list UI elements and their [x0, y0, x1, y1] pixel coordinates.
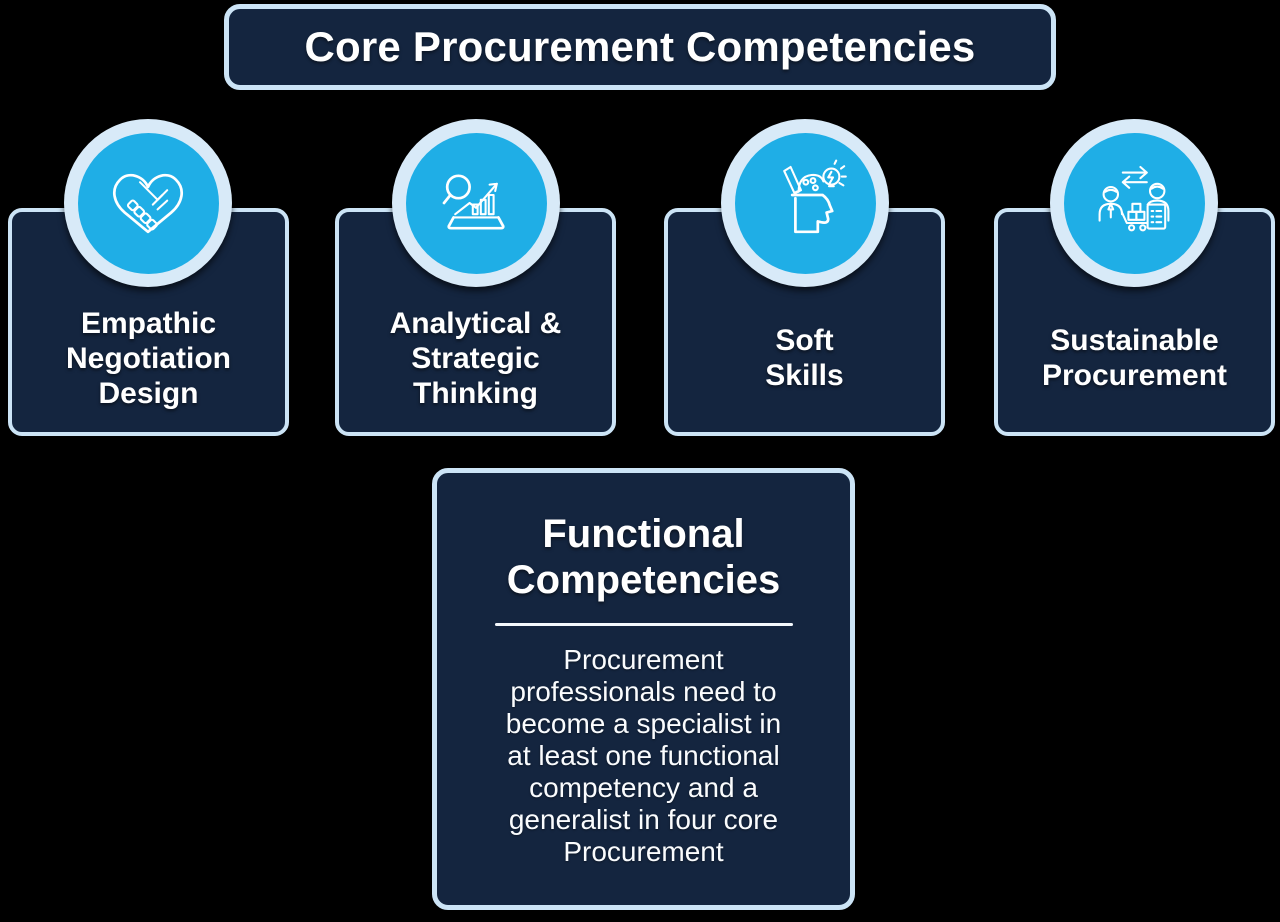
supplier-exchange-icon [1098, 165, 1170, 232]
icon-badge-inner [1063, 132, 1205, 274]
card-title: Soft Skills [765, 324, 844, 392]
functional-competencies-card: Functional Competencies Procurement prof… [432, 468, 855, 910]
analytics-growth-icon [442, 174, 505, 230]
icon-badge [1050, 119, 1218, 287]
icon-badge-inner [405, 132, 547, 274]
card-title: Sustainable Procurement [1041, 324, 1228, 392]
card-title: Analytical & Strategic Thinking [389, 306, 562, 410]
creative-thinking-head-icon [783, 159, 847, 234]
functional-title: Functional Competencies [506, 512, 781, 602]
icon-badge-inner [734, 132, 876, 274]
divider [494, 623, 793, 626]
icon-badge-inner [77, 132, 219, 274]
functional-description: Procurement professionals need to become… [505, 644, 782, 867]
icon-badge [721, 119, 889, 287]
icon-badge [392, 119, 560, 287]
diagram-title: Core Procurement Competencies [304, 23, 976, 70]
icon-badge [64, 119, 232, 287]
handshake-heart-icon [112, 173, 184, 234]
card-title: Empathic Negotiation Design [66, 306, 231, 410]
title-banner: Core Procurement Competencies [224, 4, 1056, 90]
